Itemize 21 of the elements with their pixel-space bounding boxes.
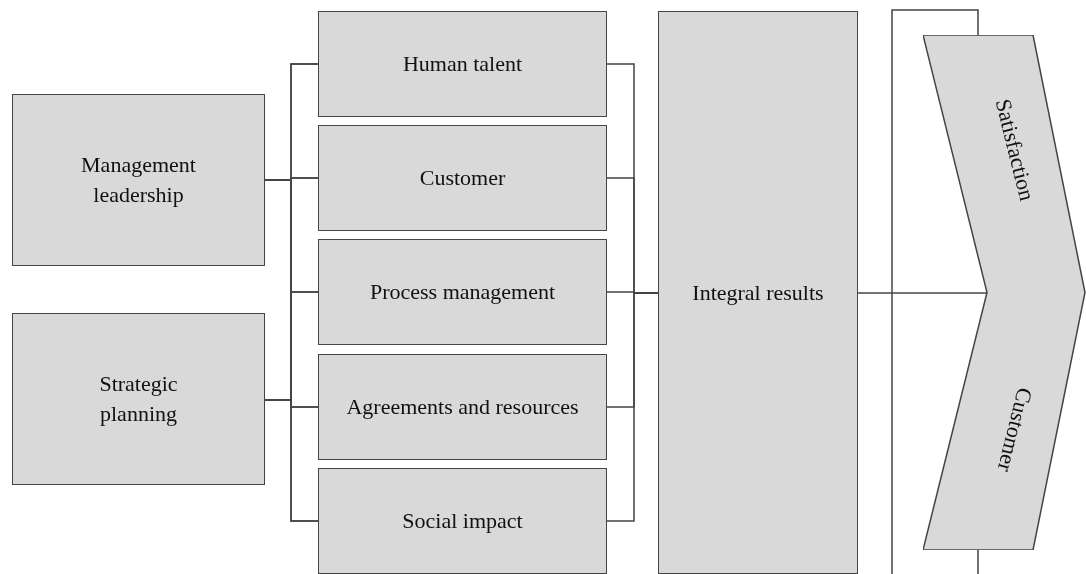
process-box xyxy=(12,94,265,266)
process-box xyxy=(318,468,607,574)
chevron-shape xyxy=(923,35,1086,550)
box-label: Process management xyxy=(368,278,557,307)
box-label: Management leadership xyxy=(80,151,197,209)
process-box xyxy=(658,11,858,574)
box-label: Customer xyxy=(418,164,507,193)
process-box xyxy=(12,313,265,485)
process-box xyxy=(318,125,607,231)
box-label: Agreements and resources xyxy=(345,393,580,422)
box-label: Strategic planning xyxy=(98,370,179,428)
connector-line xyxy=(606,292,659,522)
chevron-label: Satisfaction xyxy=(989,95,1041,206)
process-box xyxy=(318,354,607,460)
process-box xyxy=(318,11,607,117)
box-label: Human talent xyxy=(401,50,524,79)
box-label: Social impact xyxy=(401,507,524,536)
process-box xyxy=(318,239,607,345)
chevron-label: Customer xyxy=(991,384,1039,477)
box-label: Integral results xyxy=(691,278,825,307)
connector-line xyxy=(264,399,319,522)
